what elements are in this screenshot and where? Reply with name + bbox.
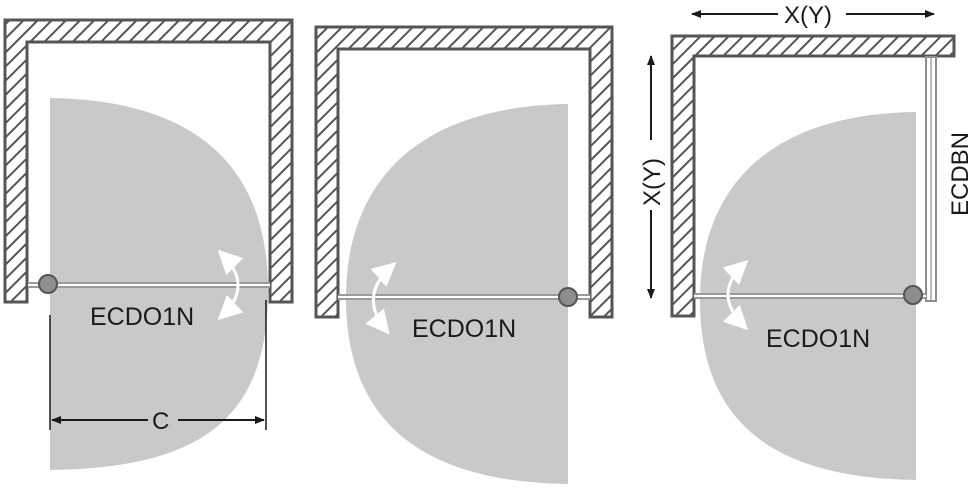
enclosure-width-dimension: X(Y) [691,2,935,29]
opening-width-dimension: C [49,300,267,435]
hinge-icon [38,274,58,294]
wall-back-left [670,34,956,318]
wall-back-left-right [314,25,614,319]
swing-arrow-icon [217,249,244,321]
swing-arrow-icon [722,259,749,331]
opening-width-label: C [152,408,169,435]
panel-1: ECDO1N C [3,18,294,470]
wall-structure [314,25,614,319]
door-label: ECDO1N [90,303,194,331]
door-label: ECDO1N [766,325,870,353]
enclosure-width-label: X(Y) [784,2,832,29]
side-panel-label: ECDBN [947,132,974,216]
wall-structure [670,34,956,318]
wall-back-left-right [3,18,294,304]
panel-2: ECDO1N [314,25,614,484]
wall-structure [3,18,294,304]
hinge-icon [558,287,578,307]
side-panel: ECDBN [925,56,974,302]
panel-3: ECDBN ECDO1N X(Y) X(Y) [639,2,974,480]
enclosure-depth-dimension: X(Y) [639,55,666,299]
hinge-icon [903,285,923,305]
enclosure-depth-label: X(Y) [639,158,666,206]
door-label: ECDO1N [412,315,516,343]
swing-arrow-icon [365,262,397,335]
